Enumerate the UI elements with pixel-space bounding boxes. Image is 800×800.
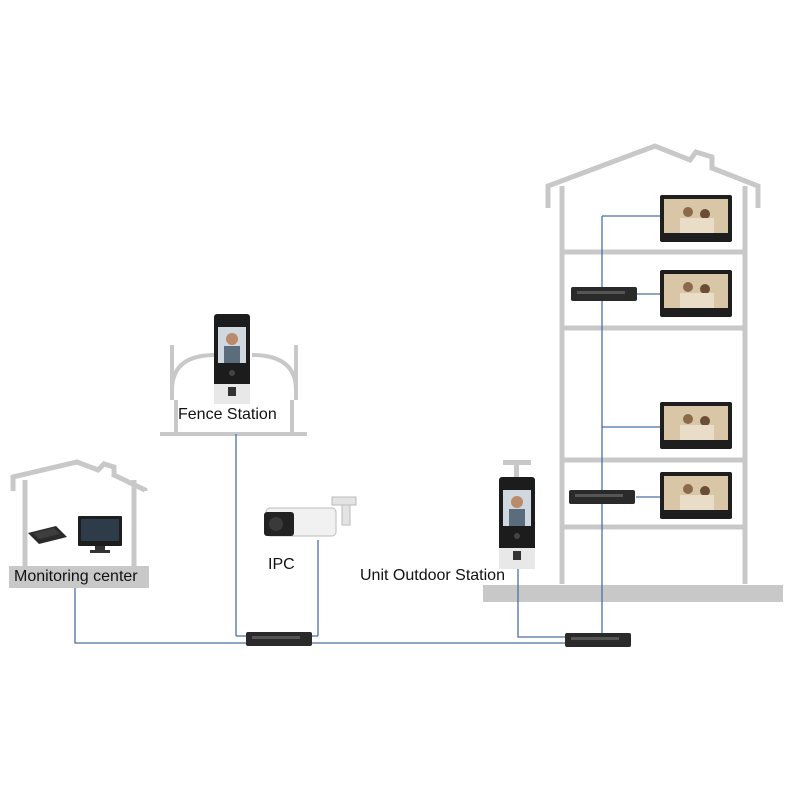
network-cables: [74, 215, 660, 644]
switch-building-ground: [565, 633, 631, 647]
fence-station-device: [214, 314, 250, 404]
ipc-label: IPC: [268, 556, 295, 573]
monitoring-center-label: Monitoring center: [14, 568, 138, 585]
indoor-monitor-2: [660, 270, 732, 317]
indoor-monitor-3: [660, 402, 732, 449]
indoor-monitor-4: [660, 472, 732, 519]
apartment-building: [545, 143, 761, 584]
fence-enclosure: [160, 345, 307, 436]
fence-station-label: Fence Station: [178, 406, 277, 423]
desk-console: [28, 526, 67, 544]
monitoring-house: [10, 459, 148, 567]
unit-outdoor-station-label: Unit Outdoor Station: [360, 567, 505, 584]
indoor-monitor-1: [660, 195, 732, 242]
switch-main: [246, 632, 312, 646]
building-ground-slab: [483, 585, 783, 602]
ipc-camera: [264, 496, 357, 537]
monitoring-label-bar: [9, 566, 149, 588]
monitoring-monitor: [78, 516, 122, 553]
switch-floor-lower: [569, 490, 635, 504]
unit-outdoor-station: [499, 460, 535, 569]
switch-floor-upper: [571, 287, 637, 301]
